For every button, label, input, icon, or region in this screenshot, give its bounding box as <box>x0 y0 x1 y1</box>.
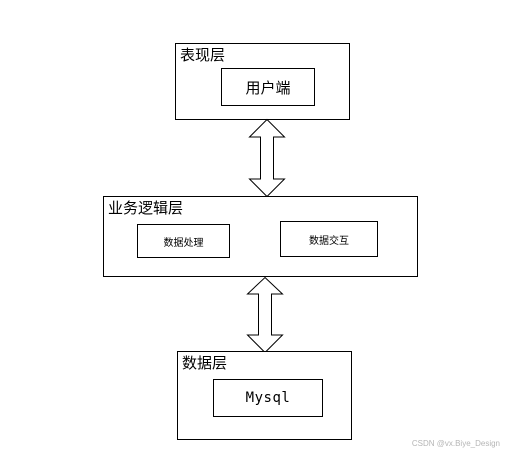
client-box: 用户端 <box>221 68 315 106</box>
data-interaction-label: 数据交互 <box>309 235 349 247</box>
double-arrow-icon-top <box>248 118 286 198</box>
data-layer-box: 数据层 Mysql <box>177 351 352 440</box>
mysql-database-label: Mysql <box>245 390 291 406</box>
presentation-layer-box: 表现层 用户端 <box>175 43 350 120</box>
data-processing-label: 数据处理 <box>163 237 204 249</box>
mysql-database-box: Mysql <box>213 379 323 417</box>
client-label: 用户端 <box>245 78 291 97</box>
data-processing-box: 数据处理 <box>137 224 230 258</box>
business-logic-layer-box: 业务逻辑层 数据处理 数据交互 <box>103 196 418 277</box>
double-arrow-icon-bottom <box>246 276 284 354</box>
data-layer-title: 数据层 <box>182 354 228 372</box>
data-interaction-box: 数据交互 <box>280 221 378 257</box>
watermark: CSDN @vx.Biye_Design <box>411 439 500 448</box>
presentation-layer-title: 表现层 <box>180 46 226 64</box>
business-logic-layer-title: 业务逻辑层 <box>108 199 184 217</box>
